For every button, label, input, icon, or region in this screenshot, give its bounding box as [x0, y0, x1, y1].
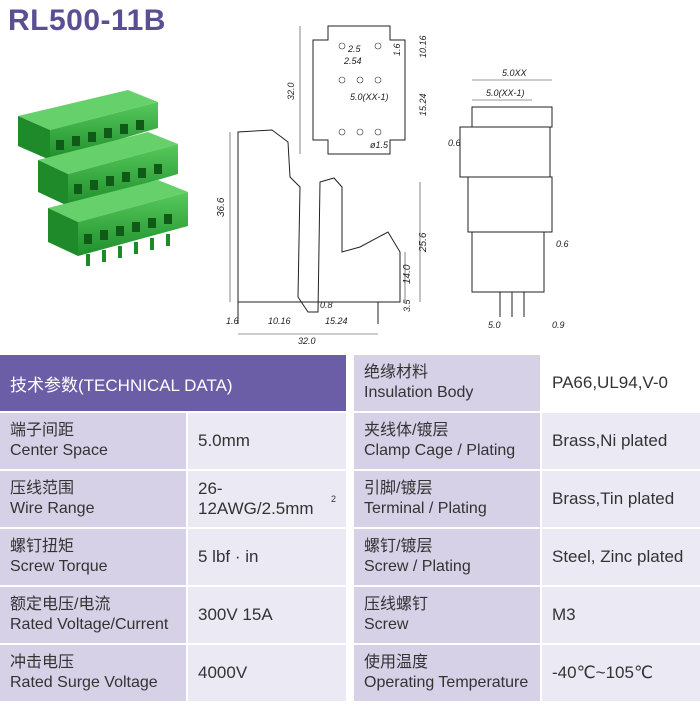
spec-value: 26-12AWG/2.5mm 2 [188, 471, 346, 527]
spec-value: Brass,Tin plated [542, 471, 700, 527]
svg-text:1.6: 1.6 [226, 316, 239, 326]
svg-text:36.6: 36.6 [216, 197, 227, 217]
label-cn: 额定电压/电流 [10, 596, 111, 613]
spec-table-left: 技术参数(TECHNICAL DATA) 端子间距 Center Space 5… [0, 355, 346, 703]
label-cn: 使用温度 [364, 654, 429, 671]
spec-value: -40℃~105℃ [542, 645, 700, 701]
svg-text:2.54: 2.54 [343, 56, 362, 66]
spec-label: 螺钉扭矩 Screw Torque [0, 529, 186, 585]
spec-value: Brass,Ni plated [542, 413, 700, 469]
spec-label: 引脚/镀层 Terminal / Plating [354, 471, 540, 527]
spec-label: 螺钉/镀层 Screw / Plating [354, 529, 540, 585]
svg-text:0.8: 0.8 [320, 300, 333, 310]
product-image [18, 90, 188, 266]
spec-value: Steel, Zinc plated [542, 529, 700, 585]
label-cn: 引脚/镀层 [364, 480, 433, 497]
svg-text:3.5: 3.5 [402, 298, 412, 312]
svg-text:ø1.5: ø1.5 [370, 140, 389, 150]
label-en: Screw [364, 616, 409, 633]
spec-row-rated-voltage: 额定电压/电流 Rated Voltage/Current 300V 15A [0, 587, 346, 643]
svg-text:25.6: 25.6 [418, 232, 429, 253]
spec-value: 4000V [188, 645, 346, 701]
label-en: Screw Torque [10, 558, 108, 575]
label-en: Screw / Plating [364, 558, 471, 575]
svg-text:0.6: 0.6 [556, 239, 569, 249]
spec-row-screw-torque: 螺钉扭矩 Screw Torque 5 lbf · in [0, 529, 346, 585]
svg-text:5.0(XX-1): 5.0(XX-1) [350, 92, 389, 102]
svg-text:15.24: 15.24 [418, 93, 428, 116]
spec-label: 额定电压/电流 Rated Voltage/Current [0, 587, 186, 643]
svg-text:15.24: 15.24 [325, 316, 348, 326]
spec-row-operating-temperature: 使用温度 Operating Temperature -40℃~105℃ [354, 645, 700, 701]
wire-range-superscript: 2 [330, 494, 336, 504]
spec-row-terminal: 引脚/镀层 Terminal / Plating Brass,Tin plate… [354, 471, 700, 527]
label-cn: 螺钉/镀层 [364, 538, 433, 555]
label-en: Clamp Cage / Plating [364, 442, 516, 459]
svg-text:0.9: 0.9 [552, 320, 565, 330]
spec-value: M3 [542, 587, 700, 643]
svg-text:2.5: 2.5 [347, 44, 362, 54]
spec-label: 冲击电压 Rated Surge Voltage [0, 645, 186, 701]
label-cn: 压线范围 [10, 480, 75, 497]
spec-label: 压线范围 Wire Range [0, 471, 186, 527]
spec-row-insulation-body: 绝缘材料 Insulation Body PA66,UL94,V-0 [354, 355, 700, 411]
label-en: Wire Range [10, 500, 95, 517]
label-cn: 端子间距 [10, 422, 75, 439]
svg-text:14.0: 14.0 [402, 264, 413, 284]
label-en: Insulation Body [364, 384, 474, 401]
spec-row-clamp-cage: 夹线体/镀层 Clamp Cage / Plating Brass,Ni pla… [354, 413, 700, 469]
svg-text:1.6: 1.6 [392, 43, 402, 56]
svg-text:32.0: 32.0 [298, 336, 316, 346]
label-cn: 压线螺钉 [364, 596, 429, 613]
label-cn: 冲击电压 [10, 654, 75, 671]
svg-text:0.6: 0.6 [448, 138, 461, 148]
label-cn: 绝缘材料 [364, 364, 429, 381]
label-cn: 夹线体/镀层 [364, 422, 449, 439]
svg-text:5.0: 5.0 [488, 320, 501, 330]
svg-text:5.0(XX-1): 5.0(XX-1) [486, 88, 525, 98]
svg-text:10.16: 10.16 [418, 35, 428, 58]
label-en: Terminal / Plating [364, 500, 487, 517]
spec-label: 端子间距 Center Space [0, 413, 186, 469]
svg-text:5.0XX: 5.0XX [502, 68, 528, 78]
label-en: Rated Voltage/Current [10, 616, 169, 633]
svg-text:10.16: 10.16 [268, 316, 291, 326]
spec-label: 压线螺钉 Screw [354, 587, 540, 643]
spec-row-screw-plating: 螺钉/镀层 Screw / Plating Steel, Zinc plated [354, 529, 700, 585]
product-title: RL500-11B [8, 4, 166, 37]
label-cn: 螺钉扭矩 [10, 538, 75, 555]
spec-table-right: 绝缘材料 Insulation Body PA66,UL94,V-0 夹线体/镀… [354, 355, 700, 703]
spec-header: 技术参数(TECHNICAL DATA) [0, 355, 346, 411]
spec-row-surge-voltage: 冲击电压 Rated Surge Voltage 4000V [0, 645, 346, 701]
spec-label: 夹线体/镀层 Clamp Cage / Plating [354, 413, 540, 469]
label-en: Rated Surge Voltage [10, 674, 158, 691]
spec-value: 5 lbf · in [188, 529, 346, 585]
label-en: Operating Temperature [364, 674, 529, 691]
technical-drawing: 2.5 2.54 1.6 10.16 32.0 5.0(XX-1) 15.24 … [216, 25, 569, 346]
spec-value: 5.0mm [188, 413, 346, 469]
svg-text:32.0: 32.0 [286, 82, 296, 100]
spec-label: 绝缘材料 Insulation Body [354, 355, 540, 411]
spec-row-center-space: 端子间距 Center Space 5.0mm [0, 413, 346, 469]
spec-value: PA66,UL94,V-0 [542, 355, 700, 411]
spec-row-screw: 压线螺钉 Screw M3 [354, 587, 700, 643]
wire-range-value: 26-12AWG/2.5mm [198, 479, 314, 518]
spec-row-wire-range: 压线范围 Wire Range 26-12AWG/2.5mm 2 [0, 471, 346, 527]
label-en: Center Space [10, 442, 108, 459]
spec-label: 使用温度 Operating Temperature [354, 645, 540, 701]
spec-value: 300V 15A [188, 587, 346, 643]
